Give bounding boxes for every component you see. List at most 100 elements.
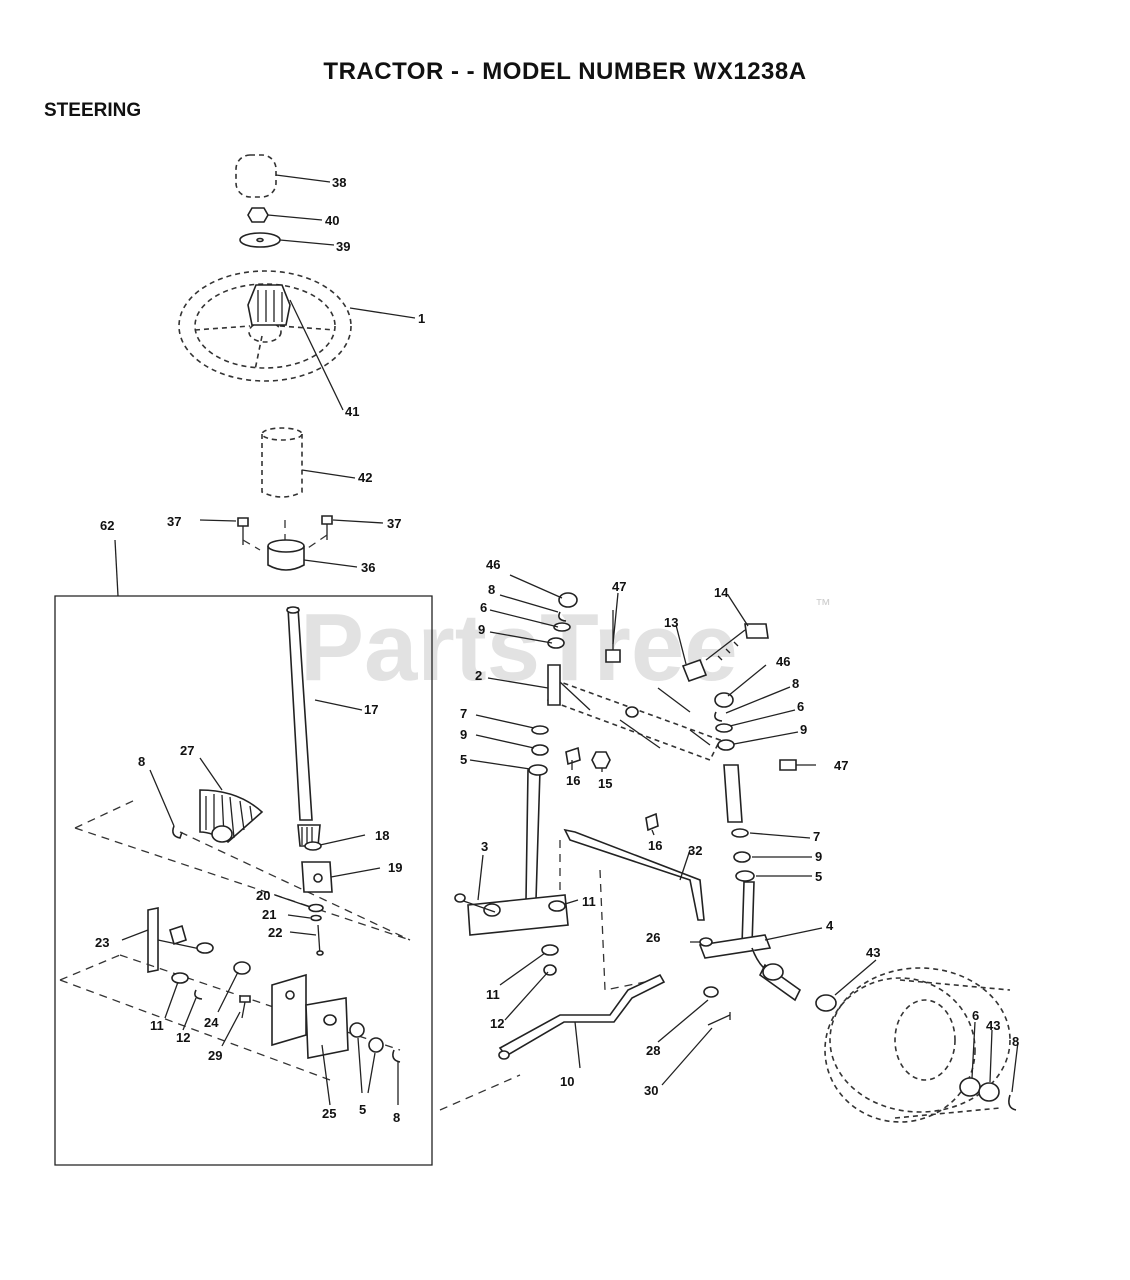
- washer-7-right[interactable]: [731, 828, 749, 838]
- callout-43-lower: 43: [986, 1018, 1000, 1033]
- washer-26[interactable]: [699, 937, 713, 947]
- bellow-42[interactable]: [261, 427, 303, 498]
- washer-6-top-left[interactable]: [553, 622, 571, 632]
- steering-wheel[interactable]: [178, 270, 352, 382]
- washer-7-left[interactable]: [531, 725, 549, 735]
- bushing-36[interactable]: [267, 539, 305, 571]
- callout-24: 24: [204, 1015, 219, 1030]
- clip-12-left[interactable]: [194, 989, 203, 1000]
- callout-26: 26: [646, 930, 660, 945]
- callout-41: 41: [345, 404, 359, 419]
- callout-12-right: 12: [490, 1016, 504, 1031]
- sector-gear-27[interactable]: [199, 789, 264, 843]
- callout-9-lower-right: 9: [815, 849, 822, 864]
- clip-8-wheel[interactable]: [1008, 1094, 1017, 1111]
- callout-8-left: 8: [138, 754, 145, 769]
- washer-9-top-left[interactable]: [547, 637, 565, 649]
- bolt-30[interactable]: [707, 1012, 731, 1026]
- callout-37-right: 37: [387, 516, 401, 531]
- bolt-29[interactable]: [239, 995, 251, 1019]
- clip-8-left[interactable]: [172, 825, 183, 839]
- callout-6-right: 6: [797, 699, 804, 714]
- spindle-right-upper[interactable]: [723, 764, 743, 823]
- callout-5-right: 5: [815, 869, 822, 884]
- steering-cap[interactable]: [235, 154, 277, 198]
- callout-25: 25: [322, 1106, 336, 1121]
- assembly-box-62: [54, 539, 433, 1166]
- clip-8-lower[interactable]: [392, 1049, 401, 1063]
- callout-9-mid: 9: [460, 727, 467, 742]
- bolt-37-right[interactable]: [321, 515, 333, 540]
- washer-43-inner[interactable]: [815, 994, 837, 1012]
- callout-9-top: 9: [478, 622, 485, 637]
- shaft-assembly-23[interactable]: [147, 907, 214, 973]
- cap-46-left[interactable]: [558, 592, 578, 608]
- washer-39[interactable]: [239, 232, 281, 248]
- bushing-16-right[interactable]: [645, 812, 659, 832]
- callout-13: 13: [664, 615, 678, 630]
- callout-11-lower: 11: [486, 987, 500, 1002]
- callout-5-mid: 5: [460, 752, 467, 767]
- washer-5-right[interactable]: [735, 870, 755, 882]
- spindle-3[interactable]: [454, 893, 569, 936]
- drag-link-10[interactable]: [498, 973, 666, 1060]
- front-axle-2[interactable]: [546, 678, 722, 761]
- washer-24[interactable]: [233, 961, 251, 975]
- callout-6-top: 6: [480, 600, 487, 615]
- callout-27: 27: [180, 743, 194, 758]
- callout-18: 18: [375, 828, 389, 843]
- bolt-22[interactable]: [316, 924, 324, 956]
- callout-42: 42: [358, 470, 372, 485]
- callout-28: 28: [646, 1043, 660, 1058]
- bushing-16-left[interactable]: [565, 746, 581, 766]
- pinion-bracket-19[interactable]: [301, 861, 333, 893]
- bracket-25[interactable]: [271, 973, 349, 1059]
- washer-9-mid-left[interactable]: [531, 744, 549, 756]
- washer-11-right-upper[interactable]: [548, 900, 566, 912]
- washer-11-right-lower[interactable]: [541, 944, 559, 956]
- washer-11-left[interactable]: [171, 972, 189, 984]
- callout-37-left: 37: [167, 514, 181, 529]
- callout-11-left: 11: [150, 1018, 164, 1033]
- wheel-tire[interactable]: [824, 967, 1011, 1123]
- washer-5-left[interactable]: [528, 764, 548, 776]
- clip-8-top-left[interactable]: [558, 611, 567, 622]
- washer-28[interactable]: [703, 986, 719, 998]
- washer-9-right[interactable]: [733, 851, 751, 863]
- spindle-4[interactable]: [698, 881, 802, 1002]
- bolt-37-left[interactable]: [237, 517, 249, 545]
- washer-9-right-top[interactable]: [717, 739, 735, 751]
- callout-8-lower: 8: [393, 1110, 400, 1125]
- page-title: TRACTOR - - MODEL NUMBER WX1238A: [323, 58, 807, 85]
- washers-5-lower[interactable]: [349, 1022, 384, 1053]
- callout-47-left: 47: [612, 579, 626, 594]
- callout-43-upper: 43: [866, 945, 880, 960]
- callout-8-right: 8: [792, 676, 799, 691]
- callout-10: 10: [560, 1074, 574, 1089]
- callout-7-right: 7: [813, 829, 820, 844]
- callout-36: 36: [361, 560, 375, 575]
- steering-adapter-41[interactable]: [247, 284, 291, 326]
- callout-2: 2: [475, 668, 482, 683]
- washer-43-outer[interactable]: [978, 1082, 1000, 1102]
- washer-6-right[interactable]: [715, 723, 733, 733]
- nut-40[interactable]: [247, 207, 269, 223]
- fitting-47-right[interactable]: [779, 759, 797, 771]
- tie-rod-32[interactable]: [563, 828, 705, 921]
- cap-46-right[interactable]: [714, 692, 734, 708]
- washer-21[interactable]: [310, 914, 322, 922]
- nut-15[interactable]: [591, 751, 611, 769]
- bolt-14[interactable]: [705, 623, 769, 661]
- callout-30: 30: [644, 1083, 658, 1098]
- callout-46-left: 46: [486, 557, 500, 572]
- washer-20[interactable]: [308, 903, 324, 913]
- callout-3: 3: [481, 839, 488, 854]
- clip-8-right[interactable]: [714, 711, 723, 722]
- callout-16-left: 16: [566, 773, 580, 788]
- callout-17: 17: [364, 702, 378, 717]
- callout-20: 20: [256, 888, 270, 903]
- spacer-13[interactable]: [681, 658, 708, 683]
- washer-18[interactable]: [304, 841, 322, 851]
- washer-6-wheel[interactable]: [959, 1077, 981, 1097]
- callout-12-left: 12: [176, 1030, 190, 1045]
